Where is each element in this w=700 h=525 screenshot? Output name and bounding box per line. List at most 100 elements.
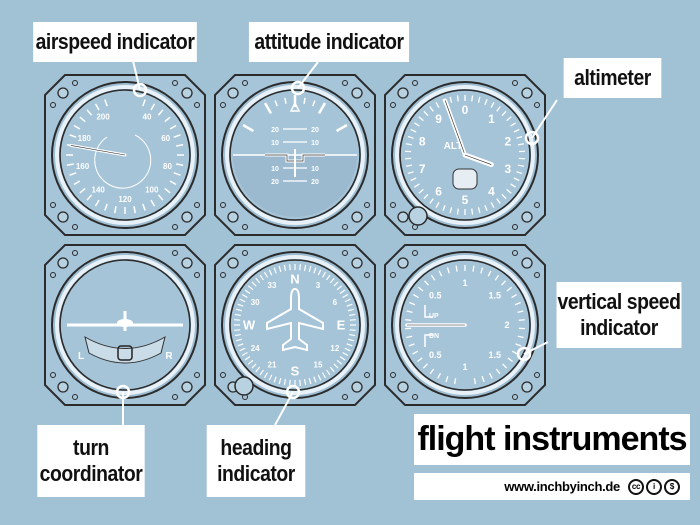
rivet-icon <box>50 372 56 378</box>
heading-tick <box>278 265 282 273</box>
vsi-tick <box>429 368 435 375</box>
altimeter-tick <box>429 106 434 112</box>
altimeter-tick <box>496 198 501 204</box>
heading-tick <box>342 293 349 299</box>
rivet-icon <box>390 372 396 378</box>
altimeter-tick <box>516 135 523 139</box>
rivet-icon <box>390 202 396 208</box>
airspeed-scale-label: 160 <box>76 162 90 171</box>
vsi-pointer <box>523 341 549 355</box>
heading-tick <box>299 379 301 386</box>
heading-scale-label: E <box>337 318 346 333</box>
vsi-tick <box>408 343 415 347</box>
vsi-tick <box>517 310 524 314</box>
altimeter-tick <box>516 171 523 175</box>
rivet-icon <box>412 250 418 256</box>
airspeed-tick <box>79 116 86 123</box>
screw-icon <box>351 87 363 99</box>
rivet-icon <box>534 102 540 108</box>
heading-pointer-circle <box>285 384 301 400</box>
heading-tick <box>235 338 243 342</box>
rivet-icon <box>534 202 540 208</box>
vsi-tick <box>422 363 428 369</box>
heading-tick <box>326 274 331 281</box>
vsi-tick <box>412 350 419 355</box>
attitude-pointer-circle <box>290 80 306 96</box>
heading-tick <box>349 319 356 321</box>
altimeter-tick <box>513 177 520 182</box>
heading-tick <box>313 376 317 383</box>
turn-right-label: R <box>165 351 173 362</box>
label-altimeter: altimeter <box>563 58 662 98</box>
altimeter-tick <box>407 171 414 175</box>
airspeed-tick <box>86 109 93 116</box>
rivet-icon <box>50 102 56 108</box>
vsi-scale-label: 1 <box>462 278 467 288</box>
vsi-tick <box>445 376 449 383</box>
airspeed-tick <box>142 203 146 211</box>
airplane-icon <box>266 287 324 352</box>
heading-tick <box>239 347 246 352</box>
by-icon: i <box>646 478 662 495</box>
vsi-scale-label: 0.5 <box>429 290 442 300</box>
airspeed-tick <box>150 103 156 111</box>
rivet-icon <box>412 394 418 400</box>
heading-scale-label: N <box>290 272 299 287</box>
website-link[interactable]: www.inchbyinch.de <box>504 479 620 494</box>
vsi-tick <box>511 350 518 355</box>
bank-tick <box>335 123 348 133</box>
altimeter-scale-label: 8 <box>419 134 426 148</box>
pitch-label: 10 <box>271 140 279 147</box>
rivet-icon <box>242 224 248 230</box>
altimeter-tick <box>484 204 488 212</box>
rivet-icon <box>342 394 348 400</box>
altimeter-tick <box>435 202 440 208</box>
heading-tick <box>251 281 257 287</box>
rivet-icon <box>534 372 540 378</box>
ground-half <box>233 155 357 217</box>
rivet-icon <box>72 80 78 86</box>
heading-tick <box>259 369 264 376</box>
bank-tick <box>303 97 306 104</box>
altimeter-tick <box>513 128 520 133</box>
altimeter-knob <box>408 206 428 226</box>
altimeter-tick <box>449 207 453 214</box>
airspeed-scale-label: 80 <box>163 162 172 171</box>
altimeter-tick <box>413 122 420 127</box>
heading-tick <box>317 269 322 276</box>
heading-tick <box>273 267 277 274</box>
rivet-icon <box>512 224 518 230</box>
vsi-tick <box>417 357 423 363</box>
rivet-icon <box>194 272 200 278</box>
screw-icon <box>397 211 409 223</box>
heading-tick <box>333 281 339 287</box>
heading-tick <box>349 313 356 317</box>
altimeter-tick <box>405 164 413 167</box>
vsi-tick <box>453 378 457 385</box>
vsi-tick <box>409 301 416 306</box>
rivet-icon <box>172 394 178 400</box>
heading-tick <box>247 359 254 365</box>
vsi-tick <box>517 335 524 339</box>
airspeed-tick <box>69 134 77 138</box>
vsi-tick <box>515 343 522 347</box>
bezel-ring <box>395 255 535 395</box>
screw-icon <box>227 87 239 99</box>
altimeter-tick <box>490 202 495 208</box>
airspeed-scale-label: 200 <box>96 113 110 122</box>
airspeed-tick <box>173 172 181 176</box>
airspeed-tick <box>150 199 156 207</box>
altimeter-scale-label: 0 <box>462 103 469 117</box>
airspeed-tick <box>157 194 164 201</box>
rivet-icon <box>72 250 78 256</box>
altimeter-tick <box>418 116 424 122</box>
heading-tick <box>289 264 291 271</box>
altimeter-scale-label: 6 <box>435 185 442 199</box>
heading-tick <box>244 356 251 361</box>
heading-tick <box>303 379 307 386</box>
vsi-tick <box>446 267 450 274</box>
heading-tick <box>234 319 241 321</box>
